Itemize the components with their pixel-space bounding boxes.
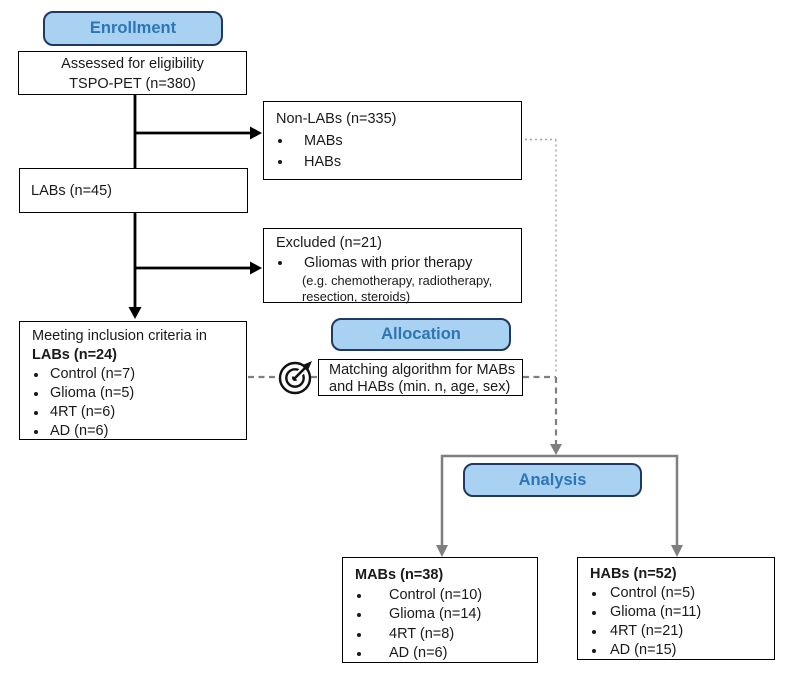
stage-analysis: Analysis: [463, 463, 642, 497]
list-item: HABs: [276, 152, 509, 174]
assessed-line1: Assessed for eligibility: [61, 56, 204, 72]
inclusion-line1: Meeting inclusion criteria in: [32, 328, 207, 344]
list-item: Gliomas with prior therapy: [276, 253, 509, 273]
list-item: 4RT (n=8): [355, 625, 525, 645]
box-assessed-eligibility: Assessed for eligibility TSPO-PET (n=380…: [18, 51, 247, 95]
mabs-item: 4RT (n=8): [389, 625, 455, 642]
inclusion-line2: LABs (n=24): [32, 347, 118, 363]
list-item: AD (n=15): [590, 641, 762, 660]
bullet-icon: [34, 373, 38, 377]
non-labs-title: Non-LABs (n=335): [276, 111, 397, 127]
bullet-icon: [34, 430, 38, 434]
non-labs-item: MABs: [304, 132, 343, 149]
bullet-icon: [592, 592, 596, 596]
connector-analysis-bracket: [440, 454, 679, 546]
bullet-icon: [34, 392, 38, 396]
excluded-item: Gliomas with prior therapy: [304, 255, 473, 271]
stage-allocation: Allocation: [331, 318, 511, 351]
box-mabs: MABs (n=38) Control (n=10) Glioma (n=14)…: [342, 557, 538, 663]
bullet-icon: [357, 632, 361, 637]
list-item: Control (n=5): [590, 584, 762, 603]
non-labs-item: HABs: [304, 154, 342, 170]
habs-item: AD (n=15): [610, 642, 677, 658]
stage-analysis-label: Analysis: [518, 470, 587, 489]
habs-item: Control (n=5): [610, 585, 696, 601]
habs-item: 4RT (n=21): [610, 623, 684, 639]
box-matching-algorithm: Matching algorithm for MABs and HABs (mi…: [318, 359, 523, 396]
list-item: 4RT (n=21): [590, 622, 762, 641]
mabs-title: MABs (n=38): [355, 567, 444, 583]
list-item: Glioma (n=5): [32, 384, 234, 403]
dartboard-target-icon: [278, 361, 312, 395]
bullet-icon: [357, 593, 361, 598]
stage-enrollment: Enrollment: [43, 11, 223, 46]
arrowhead-nonlabs: [250, 126, 262, 140]
bullet-icon: [278, 138, 282, 143]
list-item: AD (n=6): [32, 422, 234, 441]
excluded-title: Excluded (n=21): [276, 235, 382, 251]
list-item: Glioma (n=14): [355, 605, 525, 625]
labs-title: LABs (n=45): [31, 182, 113, 199]
matching-line1: Matching algorithm for MABs: [329, 362, 516, 378]
inclusion-item: 4RT (n=6): [50, 404, 116, 420]
habs-item: Glioma (n=11): [610, 604, 702, 620]
arrowhead-habs: [671, 545, 683, 557]
arrowhead-excluded: [250, 261, 262, 275]
box-inclusion-criteria: Meeting inclusion criteria in LABs (n=24…: [19, 321, 247, 440]
excluded-detail: (e.g. chemotherapy, radiotherapy,: [302, 273, 493, 288]
list-item: 4RT (n=6): [32, 403, 234, 422]
bullet-icon: [592, 630, 596, 634]
bullet-icon: [592, 649, 596, 653]
habs-title: HABs (n=52): [590, 566, 677, 582]
arrowhead-inclusion: [128, 307, 142, 319]
matching-line2: and HABs (min. n, age, sex): [329, 378, 511, 395]
inclusion-item: Glioma (n=5): [50, 385, 135, 401]
bullet-icon: [34, 411, 38, 415]
stage-allocation-label: Allocation: [381, 325, 461, 343]
bullet-icon: [592, 611, 596, 615]
box-non-labs: Non-LABs (n=335) MABs HABs: [263, 101, 522, 180]
mabs-item: Control (n=10): [389, 586, 483, 603]
box-labs: LABs (n=45): [19, 168, 248, 213]
inclusion-item: Control (n=7): [50, 366, 136, 382]
bullet-icon: [278, 160, 282, 164]
box-habs: HABs (n=52) Control (n=5) Glioma (n=11) …: [577, 557, 775, 660]
box-excluded: Excluded (n=21) Gliomas with prior thera…: [263, 228, 522, 304]
bullet-icon: [357, 652, 361, 656]
list-item: Control (n=7): [32, 365, 234, 384]
inclusion-item: AD (n=6): [50, 423, 109, 439]
assessed-line2: TSPO-PET (n=380): [69, 76, 196, 92]
list-item: Glioma (n=11): [590, 603, 762, 622]
excluded-detail: resection, steroids): [302, 288, 411, 304]
bullet-icon: [278, 261, 282, 265]
arrowhead-dashed-down: [550, 444, 562, 455]
list-item: MABs: [276, 131, 509, 153]
mabs-item: AD (n=6): [389, 645, 448, 661]
bullet-icon: [357, 613, 361, 617]
stage-enrollment-label: Enrollment: [89, 19, 177, 37]
arrowhead-mabs: [436, 545, 448, 557]
mabs-item: Glioma (n=14): [389, 606, 482, 622]
list-item: Control (n=10): [355, 586, 525, 606]
list-item: AD (n=6): [355, 644, 525, 664]
